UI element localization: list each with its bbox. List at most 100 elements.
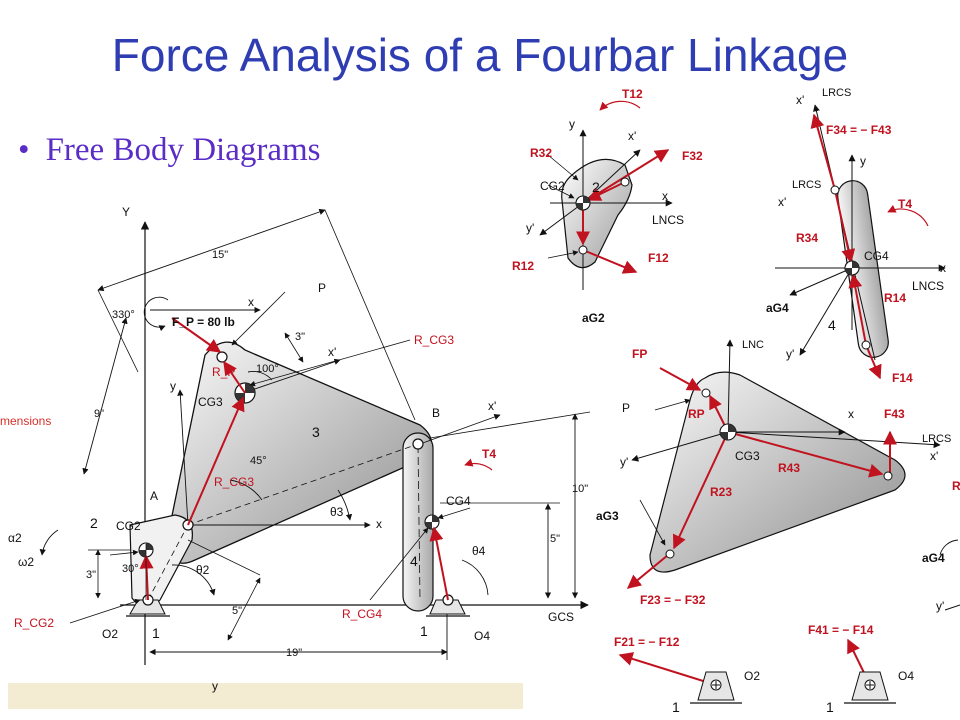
link4-fbd-labels: x' LRCS F34 = − F43 y LRCS x' T4 R34 CG4…	[766, 87, 946, 385]
label-g-1b: 1	[826, 699, 834, 715]
label-F32: F32	[682, 149, 703, 163]
label-point-A: A	[150, 489, 158, 503]
label-l2-x: x	[662, 189, 668, 203]
label-RCG2: R_CG2	[14, 616, 54, 630]
label-R12: R12	[512, 259, 534, 273]
label-right-R-partial: R	[952, 479, 960, 493]
label-R32: R32	[530, 146, 552, 160]
label-R34: R34	[796, 231, 818, 245]
label-ground-1b: 1	[420, 623, 428, 639]
label-l4-yprime: y'	[786, 347, 794, 361]
label-dim-10: 10"	[572, 483, 588, 495]
footer-band	[8, 683, 523, 709]
right-edge-partial: R aG4 y'	[922, 479, 960, 613]
label-axis-x-top: x	[248, 295, 254, 309]
bullet-dot: •	[18, 132, 30, 168]
bullet-text: Free Body Diagrams	[45, 132, 321, 168]
label-axis-Y: Y	[122, 205, 130, 219]
label-l3-xprime: x'	[930, 449, 938, 463]
label-dim-15: 15"	[212, 249, 228, 261]
label-ground-1a: 1	[152, 625, 160, 641]
label-axis-y-bottom: y	[212, 679, 218, 693]
label-CG2: CG2	[116, 519, 141, 533]
label-theta3: θ3	[330, 505, 344, 519]
link3-fbd	[626, 339, 941, 589]
label-axis-y: y	[170, 379, 176, 393]
label-angle-30: 30°	[122, 563, 139, 575]
label-R14: R14	[884, 291, 906, 305]
label-l3-RP: RP	[688, 407, 705, 421]
label-link-3: 3	[312, 424, 320, 440]
label-point-B: B	[432, 406, 440, 420]
label-GCS: GCS	[548, 610, 574, 624]
link2-fbd	[539, 100, 673, 290]
label-l4-LNCS: LNCS	[912, 279, 944, 293]
label-axis-xprime: x'	[328, 345, 336, 359]
label-l3-P: P	[622, 401, 630, 415]
label-dim-3a: 3"	[295, 331, 305, 343]
label-F12: F12	[648, 251, 669, 265]
label-alpha2: α2	[8, 531, 22, 545]
label-right-aG4: aG4	[922, 551, 945, 565]
label-F43: F43	[884, 407, 905, 421]
label-g-1a: 1	[672, 699, 680, 715]
label-l2-LNCS: LNCS	[652, 213, 684, 227]
label-angle-330: 330°	[112, 309, 135, 321]
label-dim-3b: 3"	[86, 569, 96, 581]
label-l3-LRCS: LRCS	[922, 433, 951, 445]
label-l4-x: x	[940, 261, 946, 275]
linkage-labels: Y 15" P x 330° F_P = 80 lb 3" R_CG3 x' 1…	[0, 205, 588, 693]
linkage-drawing	[39, 208, 591, 665]
label-l2-y: y	[569, 117, 575, 131]
label-dim-5a: 5"	[232, 605, 242, 617]
label-l4-LRCS: LRCS	[792, 179, 821, 191]
label-l2-xprime: x'	[628, 129, 636, 143]
label-l3-aG3: aG3	[596, 509, 619, 523]
label-angle-100: 100°	[256, 363, 279, 375]
label-RCG4: R_CG4	[342, 607, 382, 621]
label-RCG3-top: R_CG3	[414, 333, 454, 347]
ground-fbd-labels: F41 = − F14 F21 = − F12 O2 O4 1 1	[614, 623, 914, 715]
label-O4: O4	[474, 629, 490, 643]
label-l3-x: x	[848, 407, 854, 421]
label-l4-CG4: CG4	[864, 249, 889, 263]
link4-fbd	[775, 104, 946, 380]
link3-fbd-labels: FP LNC P RP x F43 LRCS y' CG3 x' R43 R23…	[596, 339, 951, 607]
label-aG2: aG2	[582, 311, 605, 325]
label-dim-5b: 5"	[550, 533, 560, 545]
label-l2-CG2: CG2	[540, 179, 565, 193]
label-l3-FP: FP	[632, 347, 647, 361]
label-l4-LRCS-top: LRCS	[822, 87, 851, 99]
label-g-O4: O4	[898, 669, 914, 683]
label-theta4: θ4	[472, 544, 486, 558]
label-dim-19: 19"	[286, 647, 302, 659]
label-axis-x-A: x	[376, 517, 382, 531]
label-axis-xprime-B: x'	[488, 399, 496, 413]
bullet-item: • Free Body Diagrams	[18, 132, 321, 169]
label-F21-eq: F21 = − F12	[614, 635, 680, 649]
label-l4-y: y	[860, 154, 866, 168]
label-l3-LNCS: LNC	[742, 339, 764, 351]
label-l4-num: 4	[828, 317, 836, 333]
label-CG3: CG3	[198, 395, 223, 409]
label-F34-eq: F34 = − F43	[826, 123, 892, 137]
label-R23: R23	[710, 485, 732, 499]
label-F23-eq: F23 = − F32	[640, 593, 706, 607]
label-angle-45: 45°	[250, 455, 267, 467]
label-F14: F14	[892, 371, 913, 385]
label-force-FP: F_P = 80 lb	[172, 315, 235, 329]
label-l4-xprime: x'	[778, 195, 786, 209]
label-l2-yprime: y'	[526, 221, 534, 235]
label-CG4: CG4	[446, 494, 471, 508]
label-O2: O2	[102, 627, 118, 641]
label-omega2: ω2	[18, 555, 34, 569]
label-RCG3: R_CG3	[214, 475, 254, 489]
label-T12: T12	[622, 87, 643, 101]
label-T4: T4	[482, 447, 496, 461]
ground-fbd	[618, 638, 896, 704]
label-point-P: P	[318, 281, 326, 295]
label-l4-xprime-top: x'	[796, 93, 804, 107]
label-RP: R_P	[212, 365, 235, 379]
label-l3-CG3: CG3	[735, 449, 760, 463]
